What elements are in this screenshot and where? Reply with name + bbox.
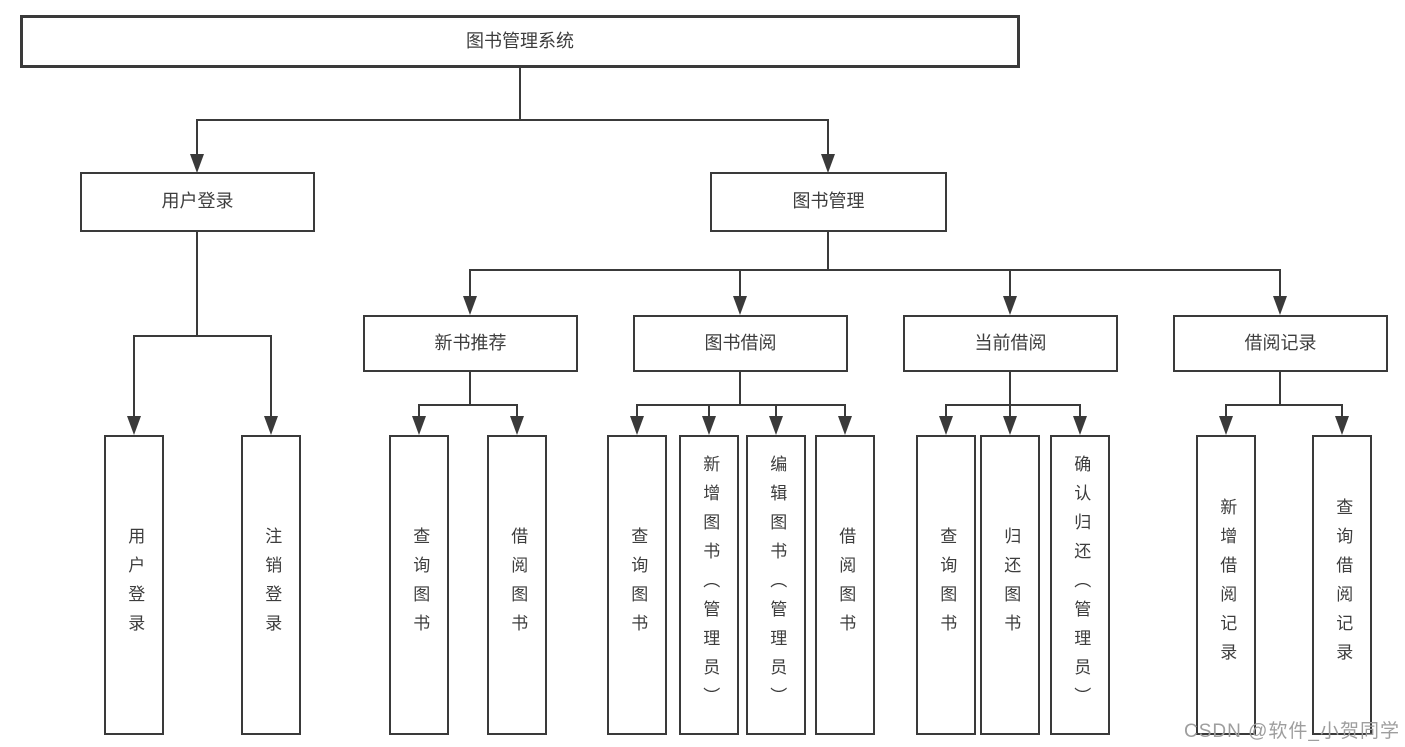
leaf-query-books-borrowing: 查询图书 [607, 435, 667, 735]
leaf-return-books: 归还图书 [980, 435, 1040, 735]
leaf-label: 新增借阅记录 [1217, 498, 1237, 672]
node-new-book-recommend: 新书推荐 [363, 315, 578, 372]
node-borrow-records: 借阅记录 [1173, 315, 1388, 372]
leaf-add-borrow-record: 新增借阅记录 [1196, 435, 1256, 735]
leaf-add-book-admin: 新增图书（管理员） [679, 435, 739, 735]
leaf-label: 用户登录 [125, 527, 145, 643]
leaf-label: 借阅图书 [836, 527, 856, 643]
node-book-borrowing: 图书借阅 [633, 315, 848, 372]
leaf-logout: 注销登录 [241, 435, 301, 735]
leaf-confirm-return-admin: 确认归还（管理员） [1050, 435, 1110, 735]
leaf-label: 归还图书 [1001, 527, 1021, 643]
node-library-management-system: 图书管理系统 [20, 15, 1020, 68]
leaf-label: 编辑图书（管理员） [767, 454, 787, 716]
leaf-label: 查询借阅记录 [1333, 498, 1353, 672]
leaf-label: 确认归还（管理员） [1071, 454, 1091, 716]
leaf-query-books-current: 查询图书 [916, 435, 976, 735]
leaf-label: 借阅图书 [508, 527, 528, 643]
leaf-label: 注销登录 [262, 527, 282, 643]
leaf-query-books-recommend: 查询图书 [389, 435, 449, 735]
csdn-watermark: CSDN @软件_小贺同学 [1184, 721, 1400, 742]
leaf-label: 新增图书（管理员） [700, 454, 720, 716]
leaf-borrow-books-recommend: 借阅图书 [487, 435, 547, 735]
arrowheads [127, 154, 1349, 435]
leaf-label: 查询图书 [937, 527, 957, 643]
node-book-management: 图书管理 [710, 172, 947, 232]
node-current-borrowing: 当前借阅 [903, 315, 1118, 372]
node-user-login: 用户登录 [80, 172, 315, 232]
leaf-edit-book-admin: 编辑图书（管理员） [746, 435, 806, 735]
leaf-borrow-books-borrowing: 借阅图书 [815, 435, 875, 735]
leaf-user-login: 用户登录 [104, 435, 164, 735]
leaf-query-borrow-record: 查询借阅记录 [1312, 435, 1372, 735]
leaf-label: 查询图书 [628, 527, 648, 643]
leaf-label: 查询图书 [410, 527, 430, 643]
